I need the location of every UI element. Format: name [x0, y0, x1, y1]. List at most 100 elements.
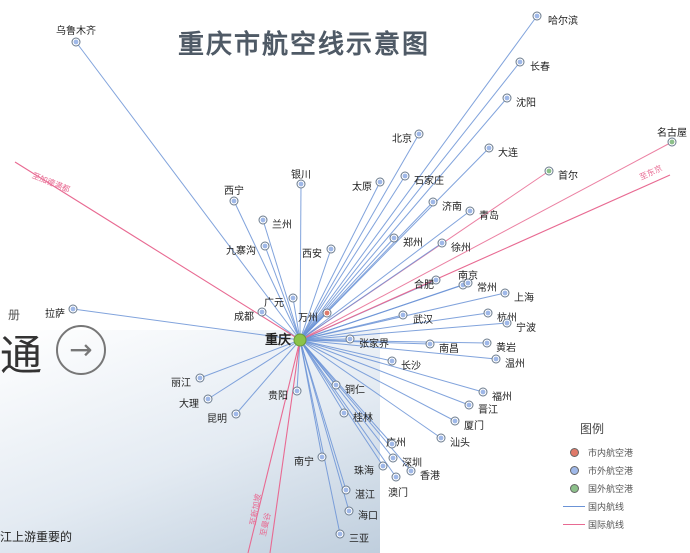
city-label: 银川	[291, 168, 311, 181]
city-label: 合肥	[414, 278, 434, 291]
airport-dot	[380, 463, 386, 469]
city-marker	[437, 238, 447, 248]
international-route-line	[14, 161, 301, 341]
route-line	[299, 181, 381, 341]
city-label: 桂林	[353, 411, 373, 424]
city-marker	[502, 93, 512, 103]
airport-dot	[298, 181, 304, 187]
legend-line-icon	[560, 523, 588, 525]
airport-dot	[486, 145, 492, 151]
international-route-label: 至加德满都	[31, 170, 72, 194]
city-label: 西安	[302, 247, 322, 260]
city-label: 广元	[264, 297, 284, 309]
airport-dot	[259, 309, 265, 315]
airport-dot	[391, 235, 397, 241]
city-label: 南宁	[294, 455, 314, 468]
airport-dot	[393, 474, 399, 480]
city-label: 福州	[492, 390, 512, 403]
route-line	[299, 339, 470, 406]
route-line	[207, 339, 301, 400]
route-line	[299, 175, 406, 341]
city-label: 武汉	[413, 313, 433, 326]
hub-label: 重庆	[265, 332, 291, 348]
city-marker	[326, 244, 336, 254]
route-line	[264, 245, 301, 341]
city-label: 汕头	[450, 437, 470, 449]
airport-dot	[400, 312, 406, 318]
airport-dot	[324, 310, 330, 316]
city-marker	[532, 11, 542, 21]
route-line	[299, 15, 538, 341]
international-route-line	[247, 339, 301, 553]
city-label: 石家庄	[414, 174, 444, 187]
arrow-right-icon[interactable]: →	[56, 325, 106, 375]
airport-dot	[260, 217, 266, 223]
city-label: 澳门	[388, 486, 408, 499]
hub-marker	[293, 333, 307, 347]
route-line	[299, 339, 384, 467]
city-marker	[322, 308, 332, 318]
legend-row: 市外航空港	[560, 461, 685, 479]
airport-dot	[504, 320, 510, 326]
legend-line-icon	[560, 505, 588, 507]
city-marker	[482, 338, 492, 348]
city-marker	[491, 354, 501, 364]
city-label: 名古屋	[657, 126, 687, 139]
route-line	[299, 339, 456, 422]
airport-dot	[294, 388, 300, 394]
city-marker	[391, 472, 401, 482]
city-label: 杭州	[497, 311, 517, 324]
route-line	[75, 41, 301, 341]
airport-dot	[341, 410, 347, 416]
city-label: 珠海	[354, 464, 374, 477]
city-marker	[465, 206, 475, 216]
city-marker	[414, 129, 424, 139]
route-line	[235, 339, 301, 415]
route-line	[299, 339, 497, 360]
route-line	[299, 282, 469, 341]
city-marker	[375, 177, 385, 187]
city-label: 西宁	[224, 184, 244, 197]
airport-dot	[197, 375, 203, 381]
city-label: 湛江	[355, 489, 375, 501]
city-label: 常州	[477, 281, 497, 294]
airport-dot	[484, 340, 490, 346]
airport-dot	[427, 341, 433, 347]
legend-label: 市外航空港	[588, 466, 634, 477]
route-line	[299, 339, 350, 512]
city-marker	[387, 356, 397, 366]
legend-row: 国内航线	[560, 497, 685, 515]
city-label: 乌鲁木齐	[56, 24, 96, 37]
airport-dot	[290, 295, 296, 301]
map-title: 重庆市航空线示意图	[178, 30, 431, 60]
legend-row: 国际航线	[560, 515, 685, 533]
route-line	[299, 248, 332, 341]
route-line	[199, 339, 301, 379]
city-marker	[296, 179, 306, 189]
airport-dot	[390, 455, 396, 461]
route-line	[299, 339, 488, 344]
legend: 图例 市内航空港市外航空港国外航空港国内航线国际航线	[560, 420, 685, 533]
city-marker	[428, 197, 438, 207]
route-line	[299, 97, 508, 341]
route-line	[299, 339, 412, 472]
airport-dot	[485, 310, 491, 316]
city-label: 太原	[352, 180, 372, 193]
city-label: 长沙	[401, 360, 421, 372]
city-marker	[398, 310, 408, 320]
airport-dot	[346, 508, 352, 514]
route-line	[299, 339, 345, 414]
legend-label: 市内航空港	[588, 448, 634, 459]
route-line	[72, 308, 301, 341]
city-label: 南昌	[439, 342, 459, 355]
route-line	[299, 339, 484, 393]
city-label: 厦门	[464, 419, 484, 432]
city-marker	[431, 275, 441, 285]
route-line	[299, 141, 673, 341]
city-marker	[515, 57, 525, 67]
city-marker	[288, 293, 298, 303]
airport-dot	[337, 531, 343, 537]
city-marker	[500, 288, 510, 298]
city-label: 深圳	[402, 457, 422, 469]
